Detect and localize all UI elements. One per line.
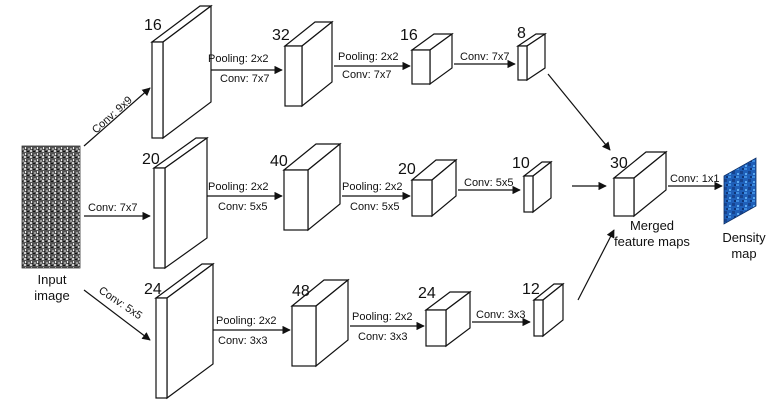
row2-col2-channels: 40 <box>270 153 288 170</box>
row1-col2-pool-label: Pooling: 2x2 <box>208 53 269 65</box>
final-conv-label: Conv: 1x1 <box>670 173 720 185</box>
row1-col4-conv-label: Conv: 7x7 <box>460 51 510 63</box>
row1-col3-pool-label: Pooling: 2x2 <box>338 51 399 63</box>
merged-channels: 30 <box>610 155 628 172</box>
input-image <box>21 145 81 269</box>
row3-col4-conv-label: Conv: 3x3 <box>476 309 526 321</box>
row2-col1-channels: 20 <box>142 151 160 168</box>
input-label-line1: Input <box>38 272 67 287</box>
row2-col2-conv-label: Conv: 5x5 <box>218 201 268 213</box>
row1-col1-conv-label: Conv: 9x9 <box>90 94 135 136</box>
row1-col2-block <box>283 20 334 108</box>
row2-col1-block <box>152 136 209 270</box>
row2-col3-block <box>410 158 458 218</box>
row3-col2-block <box>290 278 350 368</box>
row1-to-merged-arrow <box>547 73 611 151</box>
row2-col1-conv-label: Conv: 7x7 <box>88 202 138 214</box>
row1-col2-conv-label: Conv: 7x7 <box>220 73 270 85</box>
row3-col3-channels: 24 <box>418 285 436 302</box>
row2-col3-conv-label: Conv: 5x5 <box>350 201 400 213</box>
row1-col3-block <box>410 32 454 86</box>
density-label-line2: map <box>731 246 756 261</box>
row1-col4-block <box>516 32 547 82</box>
row1-col3-channels: 16 <box>400 27 418 44</box>
row2-col2-block <box>282 142 342 232</box>
row3-to-merged-arrow <box>577 229 615 301</box>
row1-col2-channels: 32 <box>272 27 290 44</box>
input-to-row1-arrow <box>83 87 151 147</box>
row2-col2-pool-label: Pooling: 2x2 <box>208 181 269 193</box>
row3-col1-conv-label: Conv: 5x5 <box>96 285 144 323</box>
row1-col3-conv-label: Conv: 7x7 <box>342 69 392 81</box>
row3-col3-conv-label: Conv: 3x3 <box>358 331 408 343</box>
input-label-line2: image <box>34 288 69 303</box>
input-to-row3-arrow <box>83 289 151 341</box>
row3-col2-channels: 48 <box>292 283 310 300</box>
row3-col4-channels: 12 <box>522 281 540 298</box>
row3-col3-block <box>424 290 472 348</box>
row3-col2-pool-label: Pooling: 2x2 <box>216 315 277 327</box>
row3-col1-block <box>154 262 215 400</box>
row2-col4-conv-label: Conv: 5x5 <box>464 177 514 189</box>
row2-col4-block <box>522 160 553 214</box>
row3-col2-conv-label: Conv: 3x3 <box>218 335 268 347</box>
row2-col4-channels: 10 <box>512 155 530 172</box>
merged-label-line1: Merged <box>630 218 674 233</box>
row3-col1-channels: 24 <box>144 281 162 298</box>
row2-col3-channels: 20 <box>398 161 416 178</box>
merged-label-line2: feature maps <box>614 234 690 249</box>
merged-feature-block <box>612 150 668 218</box>
density-map-image <box>723 157 757 225</box>
row1-col4-channels: 8 <box>517 25 526 42</box>
row1-col1-channels: 16 <box>144 17 162 34</box>
row2-col3-pool-label: Pooling: 2x2 <box>342 181 403 193</box>
row3-col4-block <box>532 282 565 338</box>
row3-col3-pool-label: Pooling: 2x2 <box>352 311 413 323</box>
row1-col1-block <box>150 4 213 140</box>
density-label-line1: Density <box>722 230 766 245</box>
